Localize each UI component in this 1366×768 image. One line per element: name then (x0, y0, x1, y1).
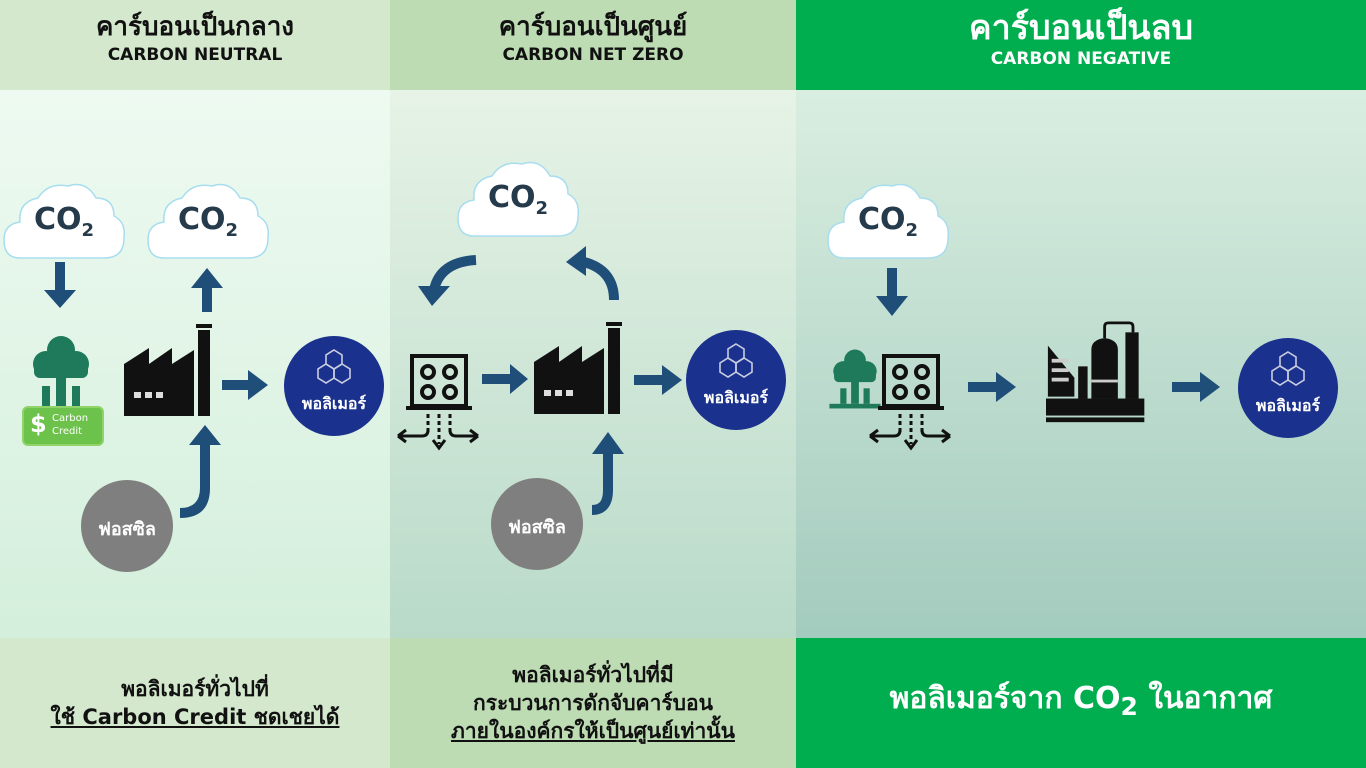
polymer-icon: พอลิเมอร์ (284, 336, 384, 436)
footer-line: ใช้ Carbon Credit ชดเชยได้ (50, 705, 340, 729)
footer-text: ในอากาศ (1137, 681, 1273, 716)
carbon-capture-icon (866, 352, 956, 452)
footer-line: กระบวนการดักจับคาร์บอน (473, 691, 713, 715)
carbon-neutral-title-th: คาร์บอนเป็นกลาง (96, 12, 294, 42)
carbon-negative-header: คาร์บอนเป็นลบ CARBON NEGATIVE (796, 0, 1366, 90)
polymer-label: พอลิเมอร์ (1255, 396, 1321, 415)
fossil-label: ฟอสซิล (508, 517, 566, 538)
co2-label: CO (857, 202, 906, 237)
chemical-plant-icon (1046, 318, 1150, 428)
arrow-right-icon (222, 370, 268, 400)
arrow-down-icon (876, 268, 908, 316)
co2-label: CO (177, 202, 226, 237)
co2-subscript: 2 (225, 220, 239, 241)
carbon-negative-footer: พอลิเมอร์จาก CO2 ในอากาศ (796, 638, 1366, 768)
credit-label-line2: Credit (52, 426, 83, 437)
carbon-net-zero-column: คาร์บอนเป็นศูนย์ CARBON NET ZERO CO2 (390, 0, 796, 768)
carbon-net-zero-header: คาร์บอนเป็นศูนย์ CARBON NET ZERO (390, 0, 796, 90)
arrow-curved-up-icon (180, 425, 221, 518)
polymer-icon: พอลิเมอร์ (686, 330, 786, 430)
carbon-negative-title-th: คาร์บอนเป็นลบ (968, 8, 1194, 48)
arrow-right-icon (482, 364, 528, 394)
tree-icon (26, 334, 96, 414)
co2-subscript: 2 (535, 198, 549, 219)
polymer-icon: พอลิเมอร์ (1238, 338, 1338, 438)
polymer-label: พอลิเมอร์ (703, 388, 769, 407)
factory-icon (122, 324, 217, 419)
footer-subscript: 2 (1120, 692, 1138, 721)
co2-cloud-icon: CO2 (146, 180, 270, 260)
carbon-negative-diagram: CO2 พอลิเมอร์ (796, 90, 1366, 638)
fossil-icon: ฟอสซิล (81, 480, 173, 572)
carbon-net-zero-footer: พอลิเมอร์ทั่วไปที่มี กระบวนการดักจับคาร์… (390, 638, 796, 768)
arrow-right-icon (968, 372, 1016, 402)
carbon-negative-column: คาร์บอนเป็นลบ CARBON NEGATIVE CO2 พอลิเม… (796, 0, 1366, 768)
fossil-icon: ฟอสซิล (491, 478, 583, 570)
flow-arrows (876, 268, 1220, 402)
carbon-neutral-title-en: CARBON NEUTRAL (107, 45, 283, 65)
arrow-right-icon (634, 365, 682, 395)
dollar-icon: $ (30, 410, 47, 438)
carbon-net-zero-title-th: คาร์บอนเป็นศูนย์ (498, 12, 688, 42)
footer-line: ภายในองค์กรให้เป็นศูนย์เท่านั้น (451, 719, 735, 743)
carbon-net-zero-title-en: CARBON NET ZERO (502, 45, 684, 65)
arrow-curved-up-icon (591, 452, 613, 515)
molecule-icon (1268, 350, 1308, 390)
arrow-right-icon (1172, 372, 1220, 402)
carbon-neutral-footer: พอลิเมอร์ทั่วไปที่ ใช้ Carbon Credit ชดเ… (0, 638, 390, 768)
footer-line: พอลิเมอร์ทั่วไปที่ (121, 677, 269, 701)
molecule-icon (314, 348, 354, 388)
carbon-neutral-header: คาร์บอนเป็นกลาง CARBON NEUTRAL (0, 0, 390, 90)
factory-icon (532, 322, 627, 417)
co2-subscript: 2 (81, 220, 95, 241)
carbon-capture-icon (394, 352, 484, 452)
co2-label: CO (487, 180, 536, 215)
flow-arrows (418, 246, 682, 515)
fossil-label: ฟอสซิล (98, 519, 156, 540)
polymer-label: พอลิเมอร์ (301, 394, 367, 413)
footer-line: พอลิเมอร์ทั่วไปที่มี (512, 663, 674, 687)
arrow-up-icon (191, 268, 223, 312)
arrow-down-icon (44, 262, 76, 308)
footer-line: พอลิเมอร์จาก CO2 ในอากาศ (796, 684, 1366, 721)
footer-text: พอลิเมอร์จาก CO (889, 681, 1121, 716)
carbon-neutral-column: คาร์บอนเป็นกลาง CARBON NEUTRAL CO2 CO2 $… (0, 0, 390, 768)
co2-cloud-icon: CO2 (456, 158, 580, 238)
carbon-net-zero-diagram: CO2 พอลิเมอร์ ฟอสซิล (390, 90, 796, 638)
co2-cloud-icon: CO2 (2, 180, 126, 260)
co2-label: CO (33, 202, 82, 237)
arrow-curved-down-icon (429, 255, 477, 292)
arrow-curved-up-icon (582, 257, 619, 301)
flow-arrows (44, 262, 268, 518)
co2-cloud-icon: CO2 (826, 180, 950, 260)
molecule-icon (716, 342, 756, 382)
co2-subscript: 2 (905, 220, 919, 241)
credit-label-line1: Carbon (52, 413, 89, 424)
carbon-negative-title-en: CARBON NEGATIVE (990, 49, 1172, 69)
